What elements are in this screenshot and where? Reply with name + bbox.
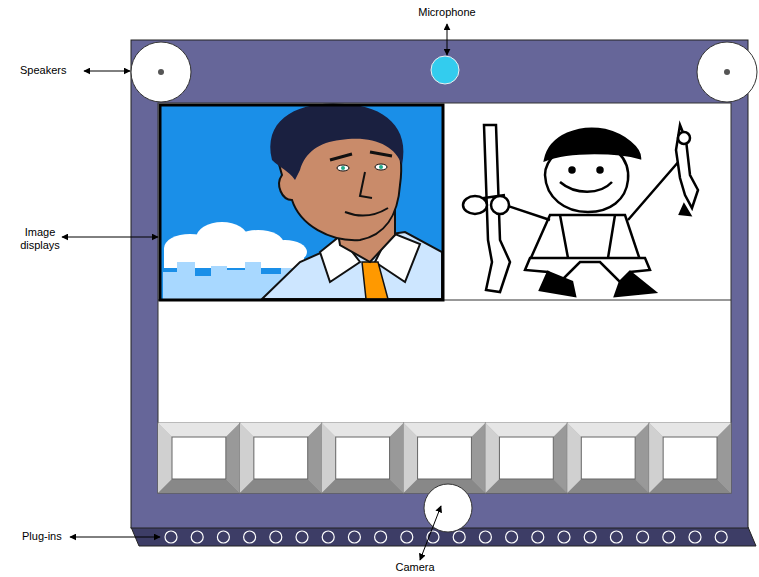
button — [485, 423, 567, 493]
plug-in — [296, 531, 308, 543]
plug-in — [191, 531, 203, 543]
plug-in — [532, 531, 544, 543]
speakers-label: Speakers — [20, 64, 80, 77]
camera — [424, 484, 472, 532]
leader-arrow — [447, 24, 448, 55]
speaker-dot — [158, 69, 164, 75]
button — [158, 423, 240, 493]
plug-in — [217, 531, 229, 543]
leader-arrow — [420, 506, 441, 560]
plug-in — [348, 531, 360, 543]
leader-arrow — [84, 71, 130, 72]
plug-ins-label: Plug-ins — [22, 530, 68, 543]
button — [567, 423, 649, 493]
hunter-image — [463, 125, 698, 296]
plug-in — [270, 531, 282, 543]
plug-in — [715, 531, 727, 543]
man-image — [160, 103, 443, 300]
plug-in — [375, 531, 387, 543]
button — [649, 423, 731, 493]
button — [322, 423, 404, 493]
speaker-dot — [724, 69, 730, 75]
plug-in — [584, 531, 596, 543]
image-displays-label: Image displays — [14, 226, 66, 252]
button-row — [158, 423, 731, 493]
plug-in — [558, 531, 570, 543]
plug-in — [322, 531, 334, 543]
speaker — [697, 42, 757, 102]
plug-in — [453, 531, 465, 543]
plug-in — [689, 531, 701, 543]
plug-in — [244, 531, 256, 543]
plug-in — [610, 531, 622, 543]
speaker — [131, 42, 191, 102]
plug-in — [401, 531, 413, 543]
plug-in — [506, 531, 518, 543]
button — [240, 423, 322, 493]
plug-in — [479, 531, 491, 543]
plug-in — [637, 531, 649, 543]
microphone — [431, 56, 459, 84]
leader-arrow — [62, 237, 158, 238]
button — [404, 423, 486, 493]
leader-arrow — [70, 537, 160, 538]
leader-arrows — [62, 24, 447, 560]
plug-in — [663, 531, 675, 543]
camera-label: Camera — [380, 561, 450, 574]
device-body — [131, 40, 748, 528]
plug-in — [165, 531, 177, 543]
screen — [158, 103, 731, 493]
plug-in-row — [165, 531, 727, 543]
microphone-label: Microphone — [397, 6, 497, 19]
